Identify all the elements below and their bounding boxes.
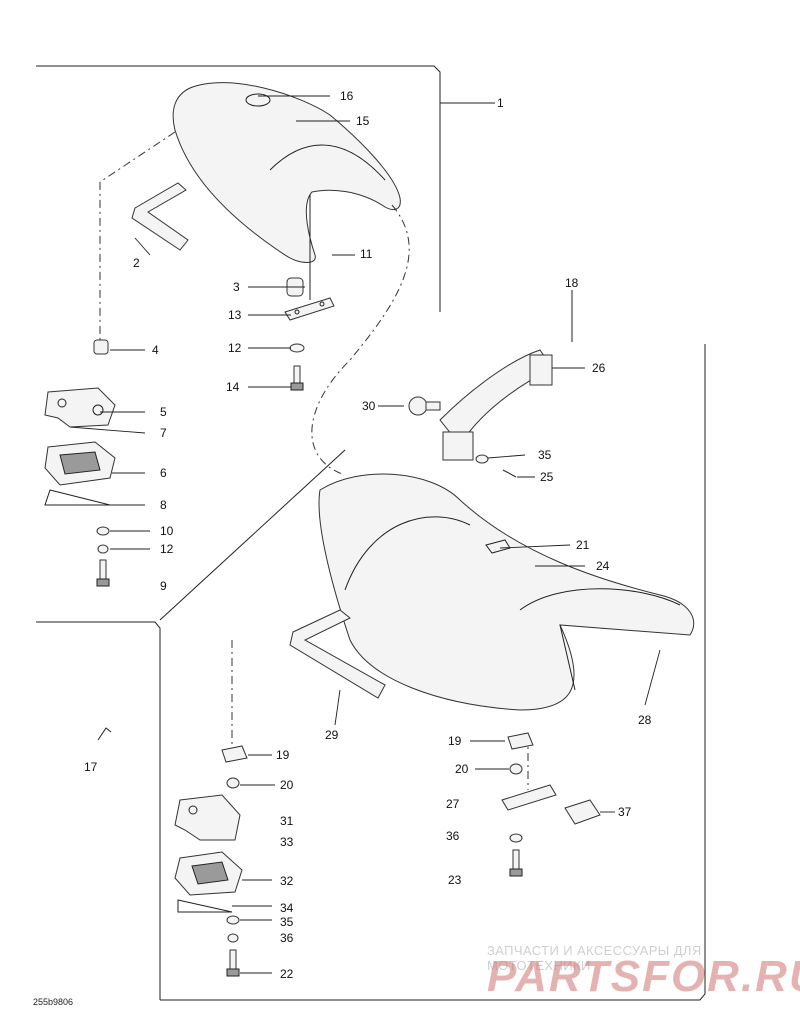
callout-9: 9 — [160, 579, 167, 593]
callout-36b: 36 — [446, 829, 460, 843]
callout-15: 15 — [356, 114, 370, 128]
plate-27 — [501, 784, 557, 811]
callout-27: 27 — [446, 797, 460, 811]
callout-5: 5 — [160, 405, 167, 419]
callout-34: 34 — [280, 901, 294, 915]
callout-37: 37 — [618, 805, 632, 819]
latch-housing-6 — [44, 441, 116, 486]
knob-30 — [408, 396, 441, 416]
bolt-22 — [226, 949, 240, 977]
callout-7: 7 — [160, 426, 167, 440]
washer-12a — [289, 343, 305, 353]
callout-35b: 35 — [280, 915, 294, 929]
callout-19b: 19 — [448, 734, 462, 748]
callout-1: 1 — [497, 96, 504, 110]
group-frame-18 — [36, 290, 706, 1001]
callout-31: 31 — [280, 814, 294, 828]
washer-10 — [96, 526, 110, 536]
washer-12b — [97, 544, 109, 554]
latch-bracket-5 — [44, 387, 116, 428]
callout-23: 23 — [448, 873, 462, 887]
callout-29: 29 — [325, 728, 339, 742]
pad-37 — [564, 799, 601, 825]
screw-23 — [509, 849, 523, 877]
callout-2: 2 — [133, 256, 140, 270]
rod-29 — [289, 609, 386, 699]
washer-20a — [226, 777, 240, 789]
callout-22: 22 — [280, 967, 294, 981]
bolt-9 — [96, 559, 110, 587]
callout-6: 6 — [160, 466, 167, 480]
reference-code: 255b9806 — [33, 997, 74, 1007]
callout-12a: 12 — [228, 341, 242, 355]
callout-26: 26 — [592, 361, 606, 375]
callout-30: 30 — [362, 399, 376, 413]
callout-33: 33 — [280, 835, 294, 849]
callout-36a: 36 — [280, 931, 294, 945]
callout-11: 11 — [360, 247, 373, 261]
callout-17: 17 — [84, 760, 98, 774]
callout-4: 4 — [152, 343, 159, 357]
latch-housing-32 — [174, 851, 243, 896]
nut-19b — [507, 732, 534, 750]
callout-18: 18 — [565, 276, 579, 290]
callout-19a: 19 — [276, 748, 290, 762]
latch-bracket-31 — [174, 794, 241, 841]
washer-36b — [509, 833, 523, 843]
callout-8: 8 — [160, 498, 167, 512]
callout-16: 16 — [340, 89, 354, 103]
callout-32: 32 — [280, 874, 294, 888]
callout-13: 13 — [228, 308, 242, 322]
bumper-4 — [93, 339, 109, 355]
plate-13 — [284, 195, 335, 321]
callout-12b: 12 — [160, 542, 174, 556]
callout-14: 14 — [226, 380, 240, 394]
washer-36a — [227, 933, 239, 943]
grab-handle-26 — [439, 349, 553, 461]
passenger-seat — [172, 82, 401, 263]
screw-14 — [290, 365, 304, 391]
washer-35a — [475, 454, 489, 464]
callout-35a: 35 — [538, 448, 552, 462]
callout-20b: 20 — [455, 762, 469, 776]
callout-25: 25 — [540, 470, 554, 484]
callout-21: 21 — [576, 538, 590, 552]
callout-3: 3 — [233, 280, 240, 294]
watermark-logo: PARTSFOR.RU — [487, 952, 800, 1001]
leader-lines — [69, 95, 661, 974]
spring-34 — [177, 899, 233, 913]
callout-28: 28 — [638, 713, 652, 727]
callout-20a: 20 — [280, 778, 294, 792]
tool-17 — [97, 727, 112, 741]
main-seat — [318, 473, 695, 711]
callout-labels: 1 16 15 2 11 3 13 12 14 4 5 7 6 8 10 12 … — [84, 89, 652, 981]
watermark-tagline: ЗАПЧАСТИ И АКСЕССУАРЫ ДЛЯ МОТОТЕХНИКИ — [487, 943, 702, 973]
callout-24: 24 — [596, 559, 610, 573]
callout-10: 10 — [160, 524, 174, 538]
washer-20b — [509, 763, 523, 775]
nut-19a — [221, 745, 248, 763]
spring-8 — [44, 489, 111, 506]
screw-25 — [502, 469, 517, 478]
washer-35b — [226, 915, 240, 925]
rod-2 — [131, 182, 189, 251]
